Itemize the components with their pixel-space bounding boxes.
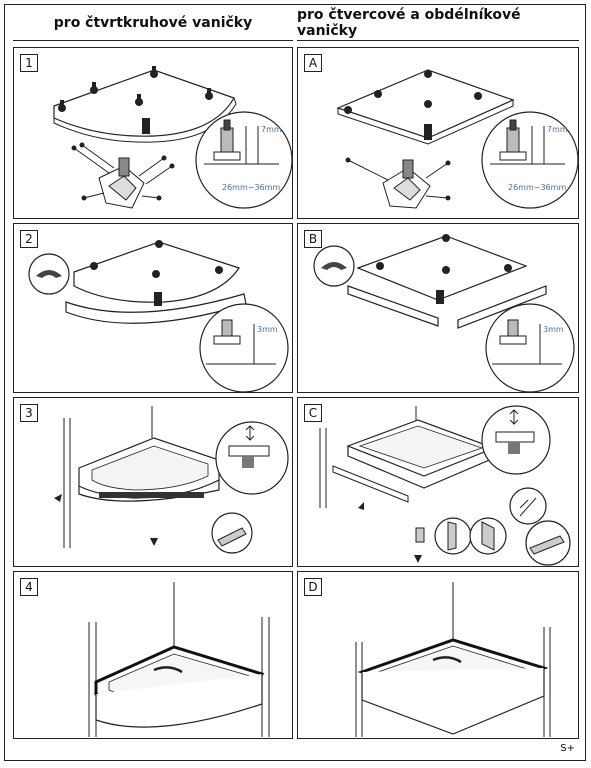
instruction-sheet: pro čtvrtkruhové vaničky pro čtvercové a… [4, 4, 586, 761]
panel-step-c: C [297, 397, 579, 567]
left-column-title: pro čtvrtkruhové vaničky [13, 5, 293, 41]
panel-step-4: 4 [13, 571, 293, 739]
step-number-2: 2 [20, 230, 38, 248]
step-letter-d: D [304, 578, 322, 596]
square-apron-illustration: 3mm [313, 234, 575, 392]
panel-step-3: 3 [13, 397, 293, 567]
quadrant-tray-legs-illustration: 7mm 26mm~36mm [53, 66, 292, 209]
dim-7mm-left: 7mm [261, 125, 282, 134]
dim-range-right: 26mm~36mm [508, 183, 566, 192]
panel-step-1: 1 [13, 47, 293, 219]
panel-step-2: 2 3mm [13, 223, 293, 393]
right-column-title: pro čtvercové a obdélníkové vaničky [297, 5, 579, 41]
panel-step-b: B 3mm [297, 223, 579, 393]
quadrant-install-illustration [54, 406, 289, 554]
dim-3mm-left: 3mm [257, 325, 278, 334]
square-tray-legs-illustration: 7mm 26mm~36mm [336, 69, 578, 209]
step-letter-a: A [304, 54, 322, 72]
square-finished-illustration [355, 582, 551, 737]
document-code: S+ [560, 743, 575, 754]
dim-range-left: 26mm~36mm [222, 183, 280, 192]
quadrant-finished-illustration [88, 582, 270, 737]
panel-step-d: D [297, 571, 579, 739]
step-number-3: 3 [20, 404, 38, 422]
panel-step-a: A [297, 47, 579, 219]
square-install-illustration [319, 405, 571, 566]
step-number-1: 1 [20, 54, 38, 72]
step-letter-c: C [304, 404, 322, 422]
quadrant-apron-illustration: 3mm [28, 240, 289, 392]
dim-3mm-right: 3mm [543, 325, 564, 334]
step-number-4: 4 [20, 578, 38, 596]
dim-7mm-right: 7mm [547, 125, 568, 134]
step-letter-b: B [304, 230, 322, 248]
